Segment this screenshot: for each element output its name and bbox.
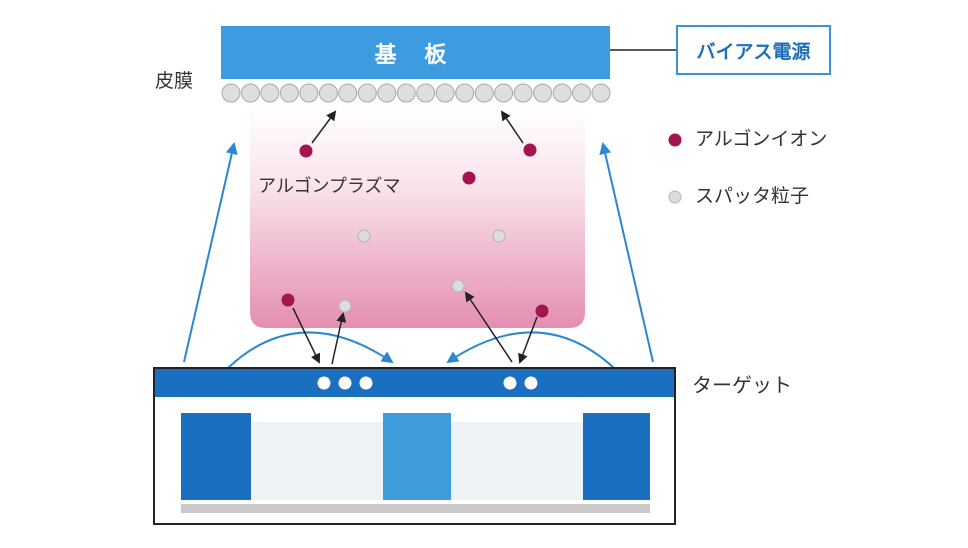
particle-arrow-upper-left [311, 110, 337, 144]
target-base-bar [181, 504, 650, 513]
bias-power-box: バイアス電源 [676, 25, 831, 75]
target-dot [524, 376, 538, 390]
film-particle [494, 83, 514, 103]
sputter-arrow-left [331, 312, 347, 365]
target-dot [503, 376, 517, 390]
target-magnet-left [181, 413, 251, 500]
target-magnet-center [383, 413, 451, 500]
legend-sputter-symbol [668, 190, 682, 204]
film-particle [338, 83, 358, 103]
sputter-particle [338, 299, 352, 313]
plasma-label: アルゴンプラズマ [258, 176, 401, 197]
legend-ion-symbol [668, 133, 682, 147]
ion-arrow-left [292, 307, 321, 364]
sputter-particle [357, 229, 371, 243]
argon-ion [299, 144, 313, 158]
argon-ion [535, 304, 549, 318]
sputter-arrow-right [464, 291, 513, 363]
target-magnet-right [583, 413, 650, 500]
deposition-arrow-left [183, 142, 238, 363]
deposition-arrow-right [599, 142, 654, 363]
substrate-block: 基 板 [221, 26, 610, 79]
film-particle [474, 83, 494, 103]
target-plate [155, 369, 674, 397]
film-particle [299, 83, 319, 103]
legend-ion-label: アルゴンイオン [695, 128, 828, 150]
argon-ion [281, 293, 295, 307]
target-dot [317, 376, 331, 390]
argon-plasma-region [250, 108, 585, 328]
film-particle-row [221, 83, 611, 103]
target-dots [317, 376, 538, 390]
target-dot [359, 376, 373, 390]
film-particle [416, 83, 436, 103]
film-particle [435, 83, 455, 103]
target-label: ターゲット [692, 373, 792, 397]
film-label: 皮膜 [155, 70, 194, 92]
film-particle [357, 83, 377, 103]
film-particle [260, 83, 280, 103]
film-particle [221, 83, 241, 103]
argon-ion [523, 143, 537, 157]
particle-arrow-upper-right [500, 110, 524, 144]
film-particle [377, 83, 397, 103]
film-particle [318, 83, 338, 103]
film-particle [513, 83, 533, 103]
target-dot [338, 376, 352, 390]
film-particle [591, 83, 611, 103]
film-particle [533, 83, 553, 103]
ion-arrow-right [518, 316, 538, 364]
sputter-particle [451, 279, 465, 293]
target-gap-right [451, 422, 583, 500]
magnetic-field-arc-right [446, 331, 615, 369]
substrate-label: 基 板 [374, 42, 457, 68]
film-particle [552, 83, 572, 103]
film-particle [279, 83, 299, 103]
target-gap-left [251, 422, 383, 500]
argon-ion [462, 171, 476, 185]
bias-power-label: バイアス電源 [696, 40, 811, 63]
film-particle [241, 83, 260, 103]
film-particle [455, 83, 475, 103]
film-particle [396, 83, 416, 103]
sputter-particle [492, 229, 506, 243]
film-particle [572, 83, 591, 103]
legend-sputter-label: スパッタ粒子 [695, 185, 810, 207]
